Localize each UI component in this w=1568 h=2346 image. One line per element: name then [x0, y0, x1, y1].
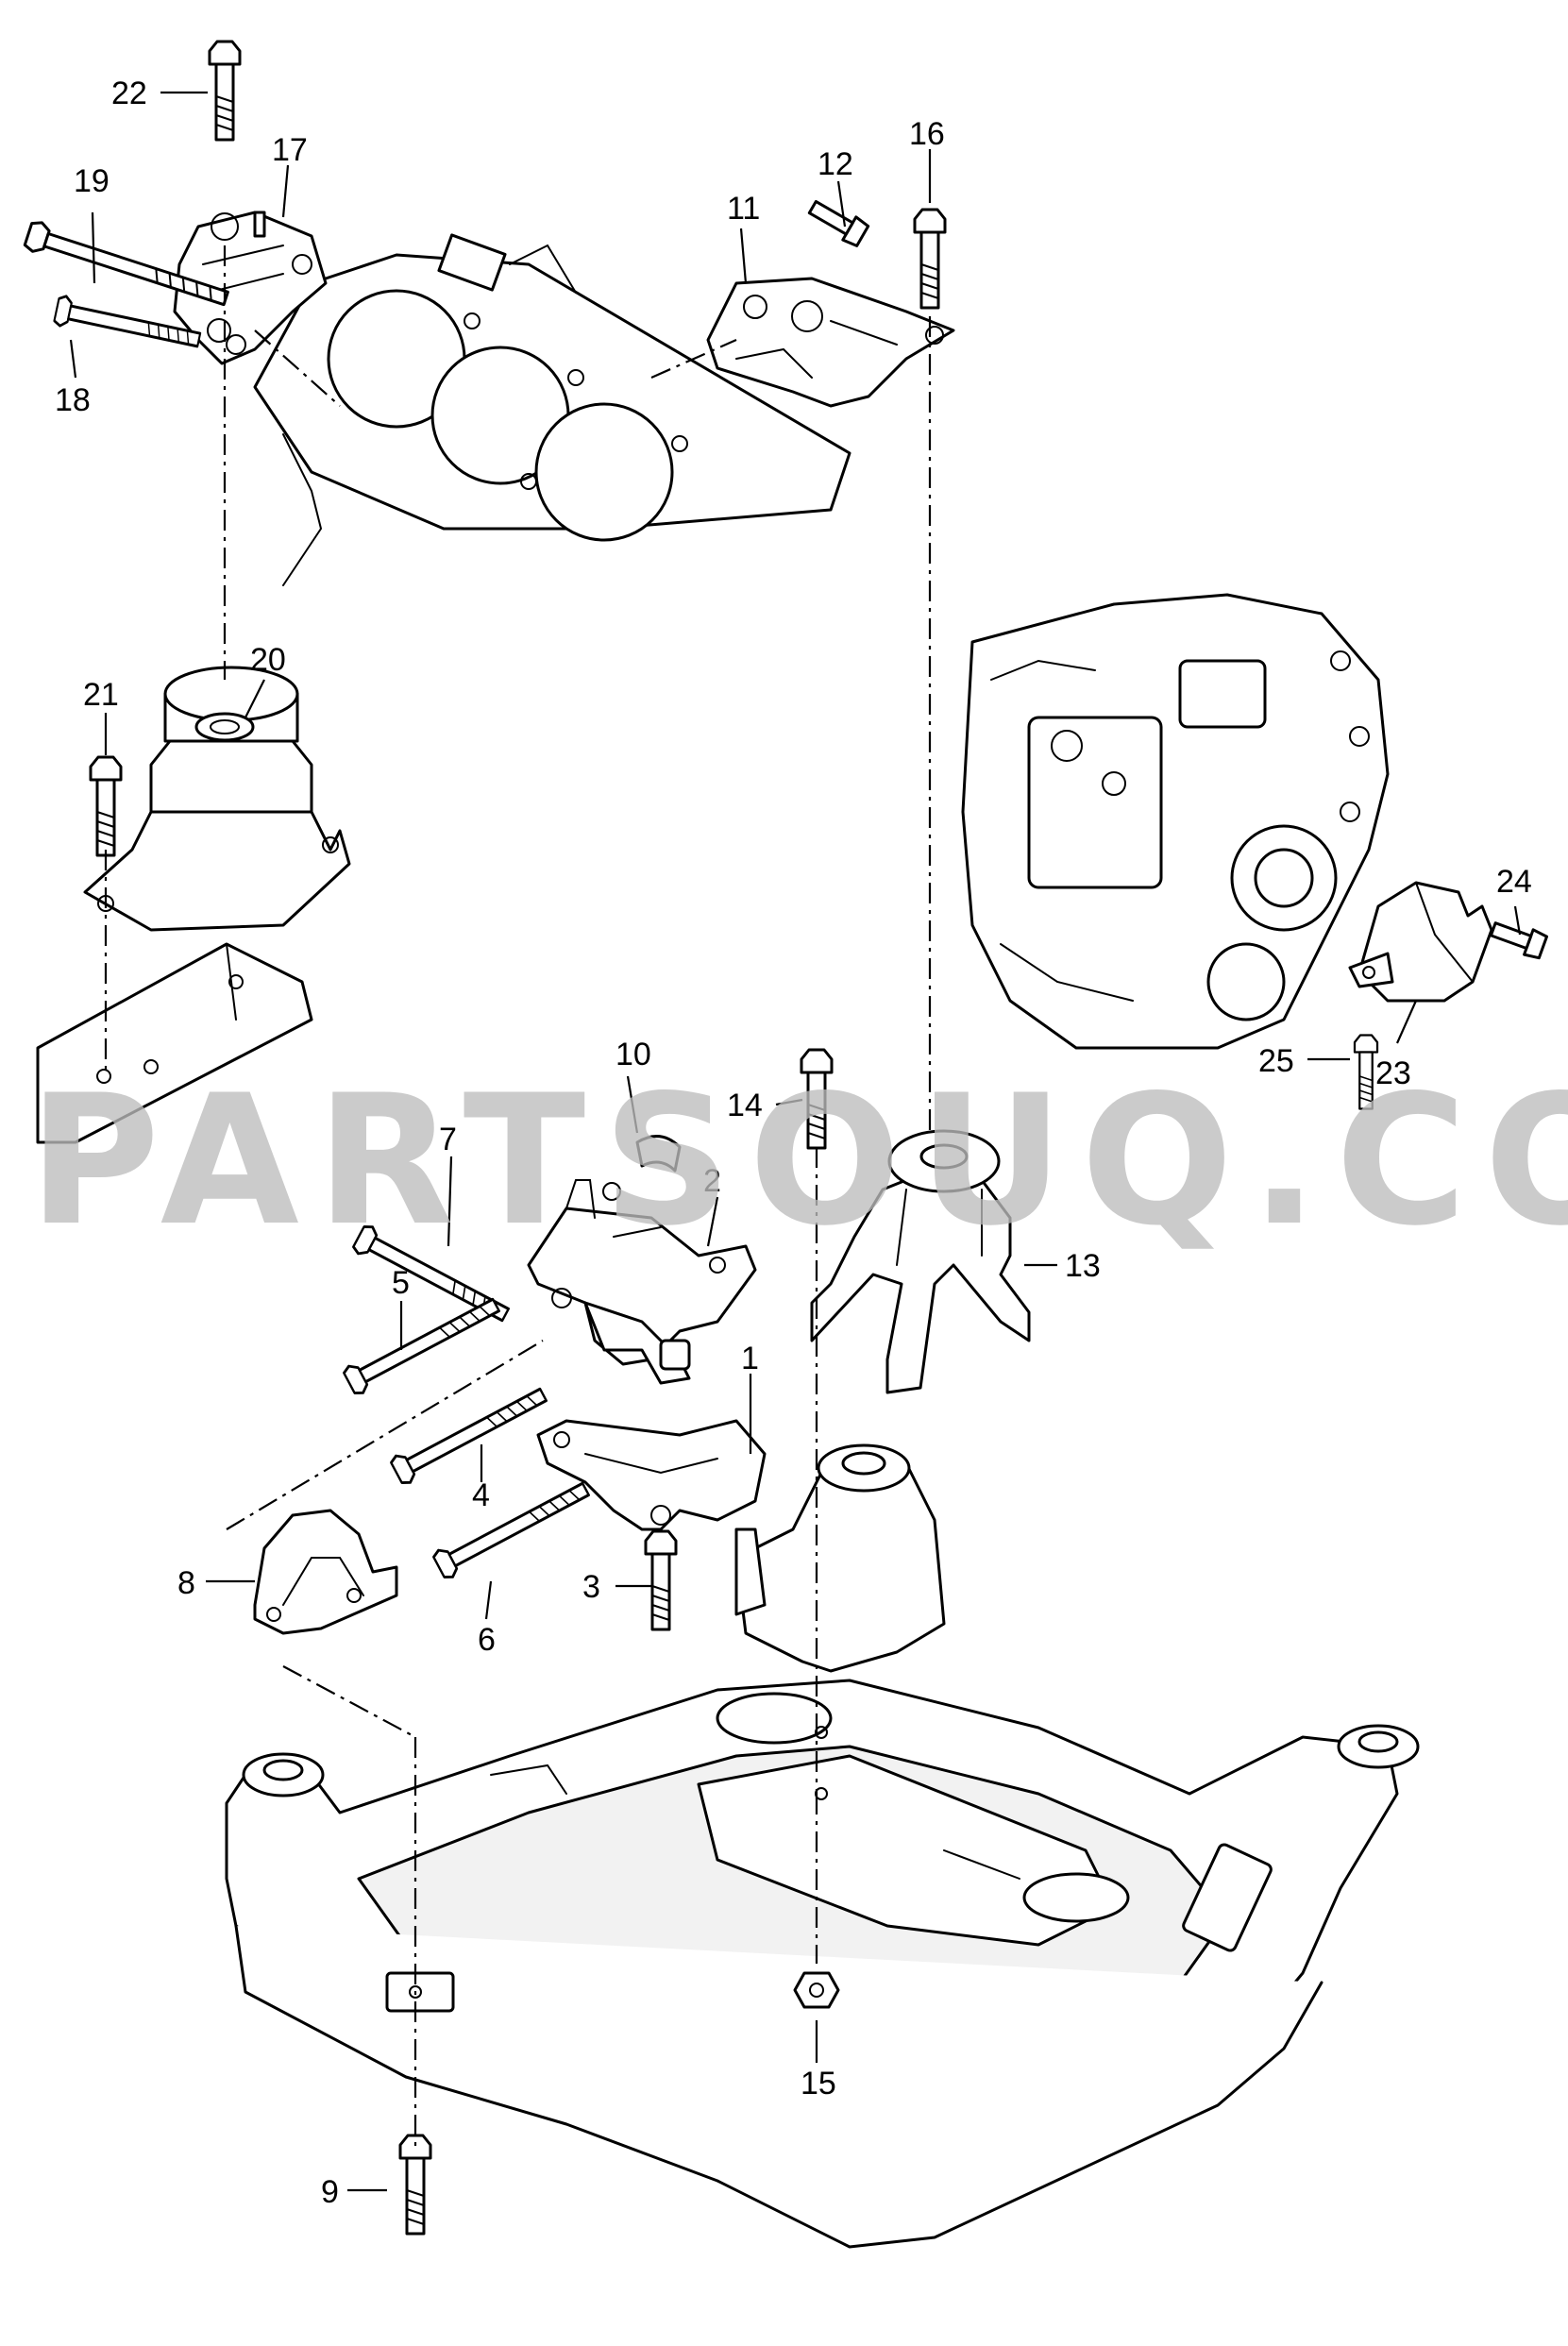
bolt-3: [644, 1529, 678, 1631]
bolt-16: [913, 208, 947, 310]
callout-10: 10: [615, 1037, 651, 1072]
callout-labels: 22 17 19 18 11 12 16 20 21 24 25 23 10 1…: [55, 76, 1532, 2210]
callout-12: 12: [818, 146, 853, 182]
bolt-9: [398, 2134, 432, 2236]
callout-2: 2: [703, 1163, 721, 1199]
mount-8: [253, 1509, 398, 1635]
bolt-24: [1489, 921, 1549, 960]
callout-16: 16: [909, 116, 945, 152]
support-mount-13: [810, 1129, 1031, 1394]
callout-17: 17: [272, 132, 308, 168]
callout-25: 25: [1258, 1043, 1294, 1079]
bolt-21: [89, 755, 123, 857]
engine-mount-2: [527, 1179, 757, 1385]
bolt-12: [807, 199, 870, 247]
bolt-6: [430, 1474, 595, 1582]
bolt-22: [208, 40, 242, 142]
callout-22: 22: [111, 76, 147, 111]
front-subframe: [225, 1679, 1420, 2249]
transmission: [961, 593, 1390, 1050]
callout-13: 13: [1065, 1248, 1101, 1284]
callout-3: 3: [582, 1569, 600, 1605]
engine-bracket-11: [706, 277, 955, 408]
callout-14: 14: [727, 1088, 763, 1123]
clip-10: [602, 1135, 682, 1201]
callout-1: 1: [741, 1341, 759, 1376]
engine-mount-20: [83, 666, 351, 932]
subframe-mount-center: [734, 1443, 946, 1673]
callout-6: 6: [478, 1622, 496, 1658]
transmission-mount-23: [1348, 881, 1493, 1003]
bracket-1: [536, 1419, 767, 1531]
callout-18: 18: [55, 382, 91, 418]
callout-4: 4: [472, 1477, 490, 1513]
callout-11: 11: [727, 191, 760, 227]
callout-9: 9: [321, 2174, 339, 2210]
callout-19: 19: [74, 163, 110, 199]
nut-15: [793, 1971, 840, 2009]
callout-24: 24: [1496, 864, 1532, 900]
bolt-4: [388, 1379, 552, 1488]
assembly-lines: [104, 245, 932, 2152]
frame-rail-left: [36, 942, 313, 1144]
leader-lines: [69, 91, 1522, 2192]
callout-20: 20: [250, 642, 286, 678]
callout-23: 23: [1375, 1055, 1411, 1091]
callout-8: 8: [177, 1565, 195, 1601]
callout-15: 15: [801, 2066, 836, 2101]
watermark-text: PARTSOUQ.COM: [28, 1056, 1568, 1265]
callout-5: 5: [392, 1265, 410, 1301]
engine-block: [253, 233, 851, 586]
callout-21: 21: [83, 677, 119, 713]
callout-7: 7: [439, 1122, 457, 1157]
bolt-5: [341, 1290, 505, 1398]
